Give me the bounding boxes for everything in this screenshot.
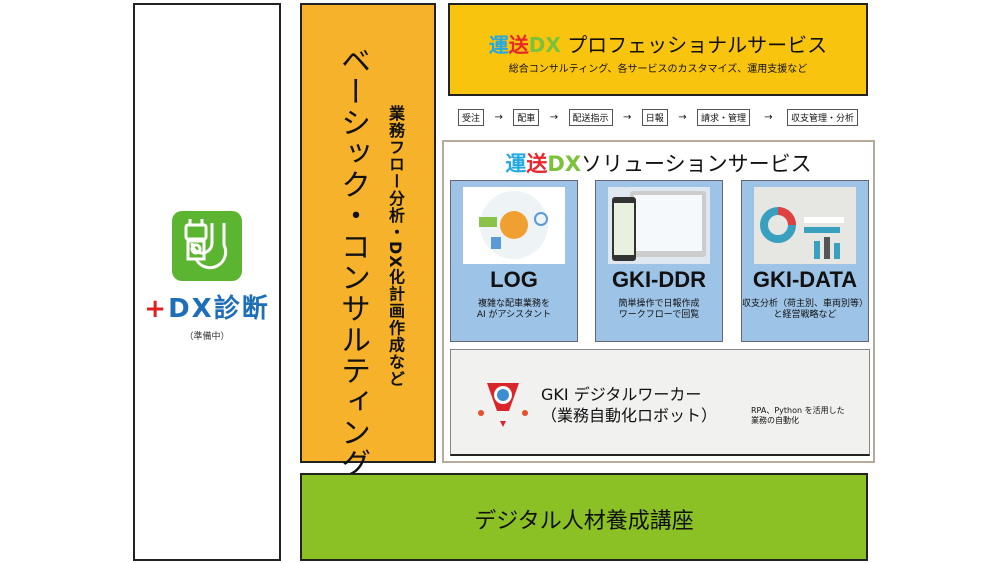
brand-dx: DX [547,152,582,176]
digital-worker-desc: RPA、Python を活用した業務の自動化 [751,406,845,426]
title-text: プロフェッショナルサービス [567,33,828,57]
flow-step: 収支管理・分析 [786,108,858,126]
gki-ddr-card[interactable]: GKI-DDR 簡単操作で日報作成ワークフローで回覧 [595,180,723,342]
dx-diagnosis-title: +DX診断 [135,288,279,325]
solution-title: 運送DXソリューションサービス [444,148,873,178]
desc-line: ワークフローで回覧 [618,310,700,320]
basic-consulting-title: ベーシック・コンサルティング [335,45,370,479]
digital-talent-training-panel: デジタル人材養成講座 [300,473,868,561]
flow-step: 請求・管理 [697,108,751,126]
flow-step: 配送指示 [568,108,613,126]
desc-line: 簡単操作で日報作成 [618,299,700,309]
desc-line: 収支分析（荷主別、車両別等） [742,299,869,309]
card-name: GKI-DATA [752,267,858,292]
flow-step: 配車 [513,108,540,126]
card-name: GKI-DDR [611,267,707,292]
basic-consulting-subtitle: 業務フロー分析・DX化計画作成など [386,105,405,388]
card-desc: 簡単操作で日報作成ワークフローで回覧 [596,299,722,321]
digital-worker-title: GKI デジタルワーカー （業務自動化ロボット） [541,384,717,426]
robot-eye-icon [473,377,533,433]
brand-so: 送 [508,33,529,57]
brand-dx: DX [528,33,561,57]
data-infographic-icon [754,187,856,264]
card-name: LOG [490,267,538,292]
professional-subtitle: 総合コンサルティング、各サービスのカスタマイズ、運用支援など [508,64,808,75]
professional-service-panel: 運送DX プロフェッショナルサービス 総合コンサルティング、各サービスのカスタマ… [448,3,868,96]
title-text: ソリューションサービス [581,152,812,176]
flow-step: 受注 [458,108,485,126]
desc-line: と経営戦略など [773,310,837,320]
card-desc: 収支分析（荷主別、車両別等）と経営戦略など [742,299,868,321]
basic-consulting-panel: ベーシック・コンサルティング 業務フロー分析・DX化計画作成など [300,3,436,479]
arrow-right-icon: → [494,111,503,123]
brand-un: 運 [505,152,527,176]
dx-diagnosis-panel: +DX診断 （準備中） [133,3,281,561]
flow-step: 日報 [641,108,668,126]
workflow-row: 受注 → 配車 → 配送指示 → 日報 → 請求・管理 → 収支管理・分析 [458,108,858,126]
digital-worker-panel[interactable]: GKI デジタルワーカー （業務自動化ロボット） RPA、Python を活用した… [450,349,870,456]
brand-un: 運 [488,33,509,57]
arrow-right-icon: → [549,111,559,123]
robot-stethoscope-icon [172,211,242,281]
arrow-right-icon: → [622,111,632,123]
title-line: GKI デジタルワーカー [541,385,702,404]
desc-line: 複雑な配車業務を [477,299,550,309]
title-text: DX診断 [168,294,270,324]
plus-mark: + [144,294,169,324]
ai-head-illustration-icon [463,187,565,264]
professional-title: 運送DX プロフェッショナルサービス [450,29,866,58]
arrow-right-icon: → [764,111,773,123]
arrow-right-icon: → [678,111,687,123]
desc-line: 業務の自動化 [751,416,799,425]
preparing-note: （準備中） [184,332,230,342]
tablet-phone-screenshot-icon [608,187,710,264]
gki-data-card[interactable]: GKI-DATA 収支分析（荷主別、車両別等）と経営戦略など [741,180,869,342]
training-title: デジタル人材養成講座 [474,509,694,534]
desc-line: AI がアシスタント [476,310,552,320]
title-line: （業務自動化ロボット） [541,406,718,425]
brand-so: 送 [526,152,548,176]
desc-line: RPA、Python を活用した [751,406,845,415]
